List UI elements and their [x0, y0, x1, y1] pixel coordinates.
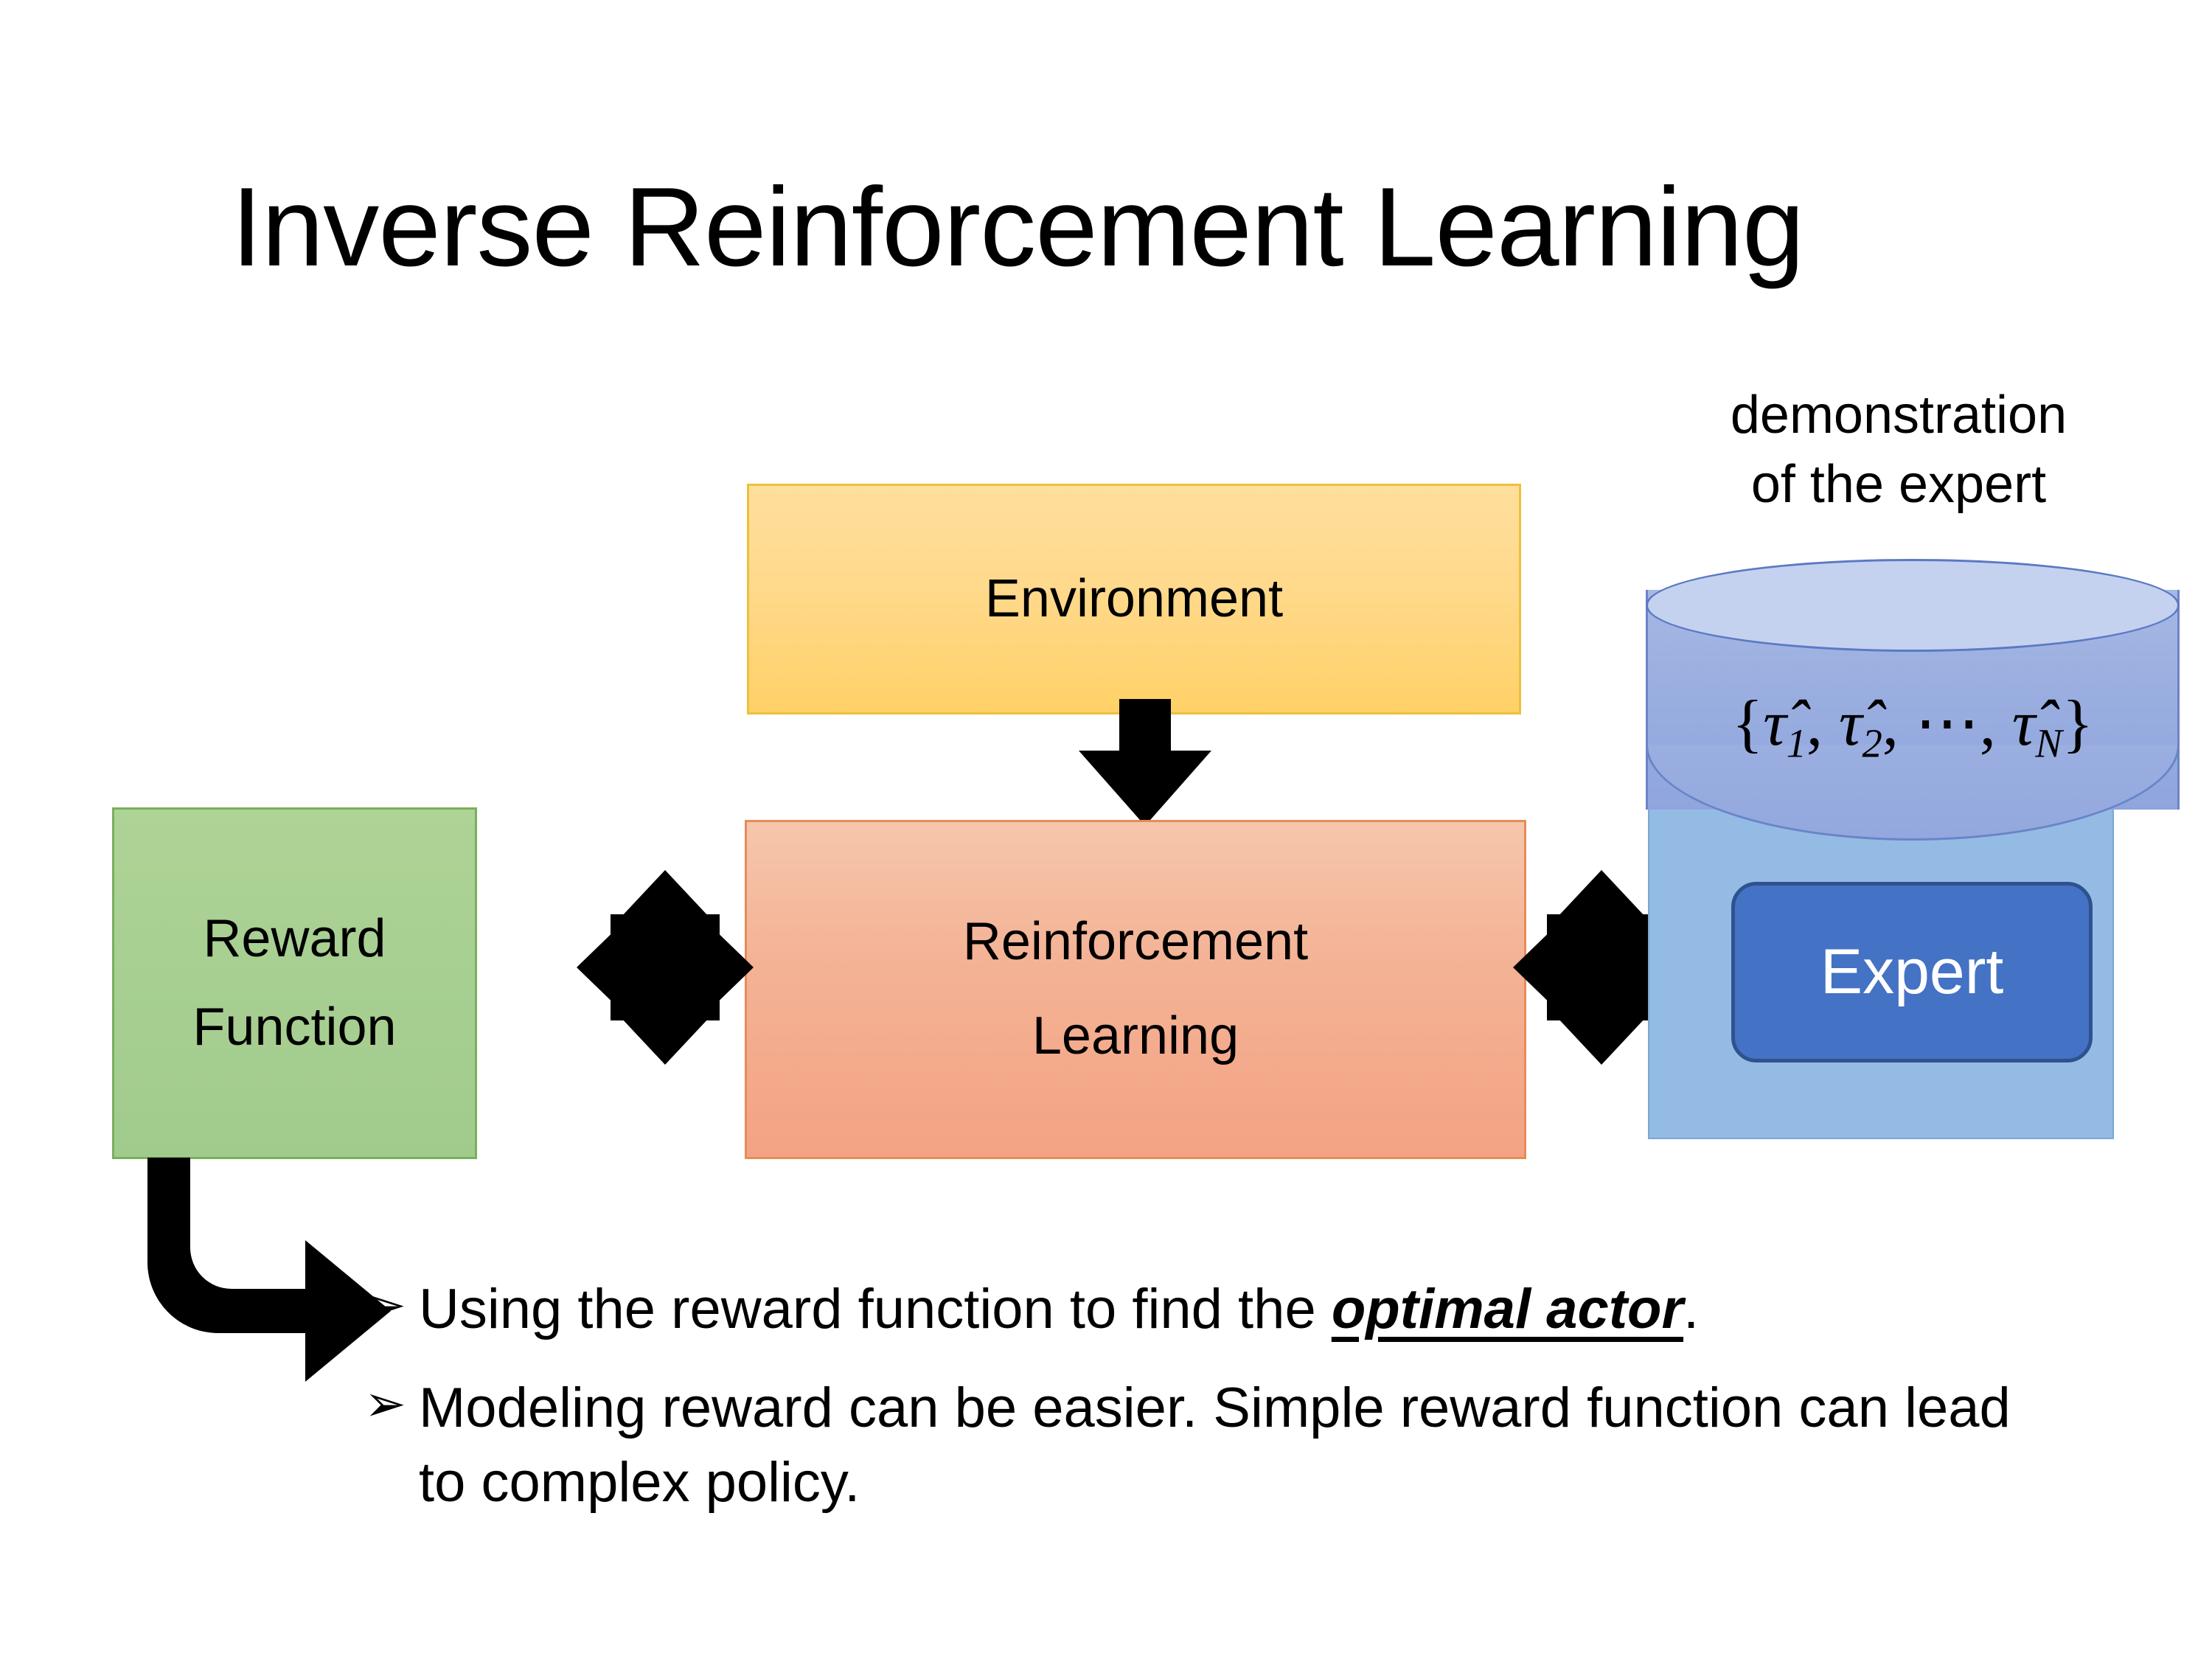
elbow-arrow-icon	[147, 1158, 391, 1382]
formula-sub-1: 1	[1786, 720, 1807, 766]
reward-function-box[interactable]: Reward Function	[112, 807, 477, 1159]
bullet-item-1-text: Using the reward function to find the op…	[419, 1273, 2060, 1346]
expert-label: Expert	[1820, 936, 2004, 1007]
environment-box[interactable]: Environment	[747, 484, 1521, 714]
bullet-marker-icon-2: ➢	[364, 1376, 406, 1433]
quad-arrow-icon-right	[1513, 870, 1690, 1065]
bullet-marker-icon: ➢	[364, 1277, 406, 1333]
reward-function-label-line2: Function	[192, 997, 397, 1057]
cylinder-top-ellipse	[1646, 559, 2180, 652]
bullet-item-2: ➢ Modeling reward can be easier. Simple …	[364, 1371, 2060, 1520]
formula-sub-n: N	[2035, 720, 2062, 766]
formula-sub-2: 2	[1862, 720, 1882, 766]
bullet-item-1-prefix: Using the reward function to find the	[419, 1278, 1332, 1340]
formula-tau-n: τ̂	[2011, 688, 2036, 759]
formula-comma-3: ,	[1979, 688, 2012, 759]
formula-comma-1: ,	[1806, 688, 1840, 759]
reinforcement-learning-label-line1: Reinforcement	[962, 912, 1309, 972]
reinforcement-learning-box[interactable]: Reinforcement Learning	[745, 820, 1526, 1159]
reinforcement-learning-label-line2: Learning	[1032, 1006, 1239, 1065]
bullet-item-2-text: Modeling reward can be easier. Simple re…	[419, 1377, 2011, 1514]
demonstration-database-cylinder[interactable]: {τ̂1, τ̂2, ⋯, τ̂N}	[1646, 559, 2180, 841]
bullet-item-1-suffix: .	[1683, 1278, 1700, 1340]
down-arrow-icon	[1079, 699, 1211, 826]
environment-label: Environment	[984, 568, 1284, 628]
bullet-list: ➢ Using the reward function to find the …	[364, 1273, 2060, 1545]
demonstration-caption-line1: demonstration	[1730, 386, 2067, 445]
page-title: Inverse Reinforcement Learning	[231, 164, 1805, 290]
demonstration-caption-line2: of the expert	[1750, 454, 2047, 514]
reward-function-label-line1: Reward	[203, 908, 386, 968]
formula-open-brace: {	[1732, 688, 1764, 759]
formula-tau-2: τ̂	[1839, 688, 1863, 759]
formula-close-brace: }	[2062, 688, 2093, 759]
demonstration-caption: demonstration of the expert	[1633, 381, 2164, 519]
formula-tau-1: τ̂	[1763, 688, 1787, 759]
bullet-item-1-emphasis: optimal actor	[1331, 1278, 1684, 1340]
formula-comma-2: ,	[1882, 688, 1915, 759]
quad-arrow-icon-left	[577, 870, 754, 1065]
trajectory-set-formula: {τ̂1, τ̂2, ⋯, τ̂N}	[1646, 684, 2180, 766]
bullet-item-1: ➢ Using the reward function to find the …	[364, 1273, 2060, 1346]
expert-button[interactable]: Expert	[1731, 882, 2093, 1062]
formula-ellipsis: ⋯	[1914, 688, 1980, 759]
